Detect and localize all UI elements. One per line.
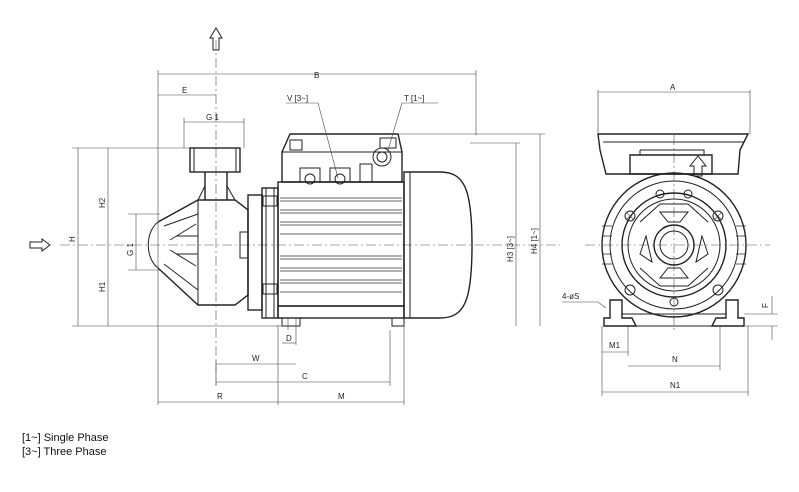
front-fins [602, 225, 746, 265]
dim-H: H [68, 236, 77, 242]
dim-E: E [182, 86, 187, 95]
dim-S: 4-øS [562, 292, 579, 301]
dim-F: F [761, 303, 770, 308]
dim-H2: H2 [98, 197, 107, 208]
side-view: B E G 1 V [3~] T [1~] H H2 H1 G 1 H3 [3~… [29, 27, 560, 405]
inlet-arrow-icon [29, 238, 51, 252]
dim-N: N [672, 355, 678, 364]
dim-H3: H3 [3~] [506, 236, 515, 262]
dim-M: M [338, 392, 345, 401]
dim-R: R [217, 392, 223, 401]
dim-W: W [252, 354, 260, 363]
dimension-lines [77, 73, 541, 403]
legend-three-phase: [3~] Three Phase [22, 446, 107, 458]
legend-single-phase: [1~] Single Phase [22, 432, 109, 444]
dim-H4: H4 [1~] [530, 228, 539, 254]
outlet-arrow-icon [209, 27, 223, 51]
dim-C: C [302, 372, 308, 381]
outlet-arrow-icon [688, 155, 708, 177]
discharge-neck [189, 147, 241, 201]
pump-feet [277, 305, 405, 330]
dim-V: V [3~] [287, 94, 308, 103]
dim-M1: M1 [609, 341, 621, 350]
dim-G1-top: G 1 [206, 113, 219, 122]
dim-A: A [670, 83, 676, 92]
motor-body [277, 171, 473, 319]
dim-G1-side: G 1 [126, 243, 135, 256]
dim-D: D [286, 334, 292, 343]
extension-lines [72, 70, 545, 405]
terminal-box [281, 133, 403, 185]
dim-T: T [1~] [404, 94, 425, 103]
dim-B: B [314, 71, 319, 80]
dim-N1: N1 [670, 381, 681, 390]
dim-H1: H1 [98, 281, 107, 292]
pump-casing [147, 187, 279, 319]
front-view: A 4-øS F M1 N N1 [562, 83, 778, 396]
phase-legend: [1~] Single Phase [3~] Three Phase [22, 431, 109, 459]
